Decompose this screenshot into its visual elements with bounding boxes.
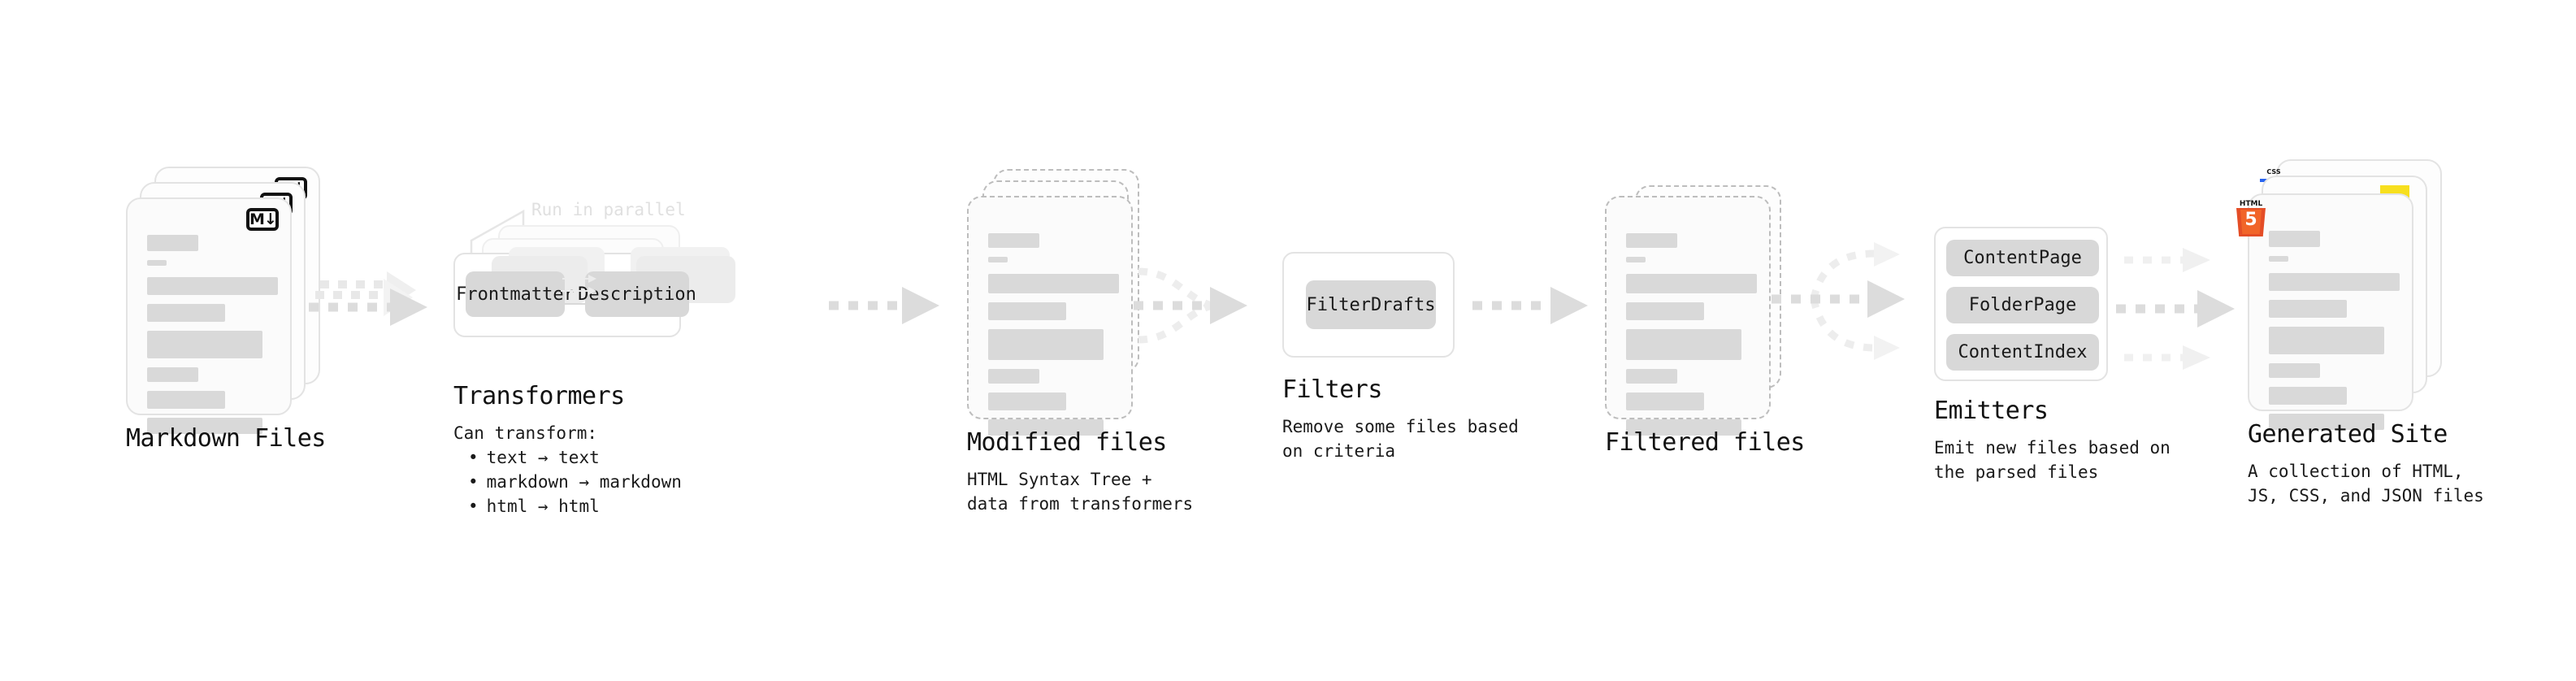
subtitle-line: on criteria <box>1282 441 1396 461</box>
transform-lead: Can transform: <box>453 423 598 443</box>
filter-chip-filterdrafts[interactable]: FilterDrafts <box>1306 280 1436 329</box>
caption-transformers: Transformers Can transform: text → text … <box>453 382 682 518</box>
subtitle-line: JS, CSS, and JSON files <box>2248 486 2484 505</box>
transform-list: text → text markdown → markdown html → h… <box>453 445 682 518</box>
card-placeholder-lines <box>1626 233 1757 445</box>
arrow-filters-to-filtered <box>1472 287 1588 324</box>
transform-item: markdown → markdown <box>468 470 682 494</box>
transform-item: text → text <box>468 445 682 470</box>
html5-icon-shield-inner <box>2240 210 2262 234</box>
css-icon-label: CSS <box>2266 168 2281 176</box>
stage-title: Modified files <box>967 428 1167 457</box>
subtitle-line: Emit new files based on <box>1934 438 2171 458</box>
arrow-emitters-to-site <box>2116 248 2235 370</box>
transformer-internal-arrows <box>558 275 599 308</box>
stage-title: Filtered files <box>1605 428 1805 457</box>
transformers-box-front: Frontmatter Description <box>453 247 735 337</box>
emitter-chip-contentindex[interactable]: ContentIndex <box>1946 334 2099 371</box>
modified-card-front <box>967 196 1133 436</box>
html5-icon-word: HTML <box>2239 200 2263 208</box>
emitters-box: ContentPage FolderPage ContentIndex <box>1934 227 2108 381</box>
stage-subtitle: HTML Syntax Tree + data from transformer… <box>967 467 1193 516</box>
stage-title: Markdown Files <box>126 424 326 453</box>
filtered-card-front <box>1605 196 1771 436</box>
emitter-chip-folderpage[interactable]: FolderPage <box>1946 287 2099 323</box>
arrow-filtered-to-emitters <box>1772 242 1905 360</box>
caption-emitters: Emitters Emit new files based on the par… <box>1934 397 2171 484</box>
caption-generated-site: Generated Site A collection of HTML, JS,… <box>2248 420 2484 508</box>
subtitle-line: A collection of HTML, <box>2248 462 2464 481</box>
html5-icon-digit: 5 <box>2244 210 2257 230</box>
caption-filters: Filters Remove some files based on crite… <box>1282 375 1519 463</box>
run-in-parallel-bracket <box>470 209 525 257</box>
markdown-icon: M↓ <box>246 208 279 231</box>
stage-subtitle: Emit new files based on the parsed files <box>1934 436 2171 484</box>
arrow-transformers-to-modified <box>829 287 939 324</box>
caption-markdown-files: Markdown Files <box>126 424 326 453</box>
site-card-front: HTML 5 <box>2236 193 2413 430</box>
stage-subtitle: A collection of HTML, JS, CSS, and JSON … <box>2248 459 2484 508</box>
subtitle-line: data from transformers <box>967 494 1194 514</box>
transform-item: html → html <box>468 494 682 518</box>
card-placeholder-lines <box>147 235 278 443</box>
caption-filtered-files: Filtered files <box>1605 428 1805 457</box>
emitter-chip-contentpage[interactable]: ContentPage <box>1946 240 2099 276</box>
run-in-parallel-label: Run in parallel <box>531 200 686 219</box>
markdown-card-front: M↓ <box>126 197 292 434</box>
subtitle-line: HTML Syntax Tree + <box>967 470 1152 489</box>
subtitle-line: Remove some files based <box>1282 417 1519 436</box>
stage-title: Emitters <box>1934 397 2049 425</box>
caption-modified-files: Modified files HTML Syntax Tree + data f… <box>967 428 1193 516</box>
arrow-modified-to-filters <box>1134 267 1247 344</box>
transformer-chip-frontmatter[interactable]: Frontmatter <box>456 271 575 317</box>
filters-box: FilterDrafts <box>1282 252 1455 358</box>
html5-icon: HTML 5 <box>2236 200 2266 236</box>
stage-title: Filters <box>1282 375 1382 404</box>
stage-subtitle: Remove some files based on criteria <box>1282 414 1519 463</box>
stage-title: Transformers <box>453 382 625 410</box>
card-placeholder-lines <box>988 233 1119 445</box>
subtitle-line: the parsed files <box>1934 462 2099 482</box>
transformer-chip-description[interactable]: Description <box>578 271 696 317</box>
arrow-markdown-to-transformers <box>309 271 427 326</box>
stage-subtitle: Can transform: text → text markdown → ma… <box>453 421 682 518</box>
stage-title: Generated Site <box>2248 420 2448 449</box>
card-placeholder-lines <box>2269 231 2400 439</box>
